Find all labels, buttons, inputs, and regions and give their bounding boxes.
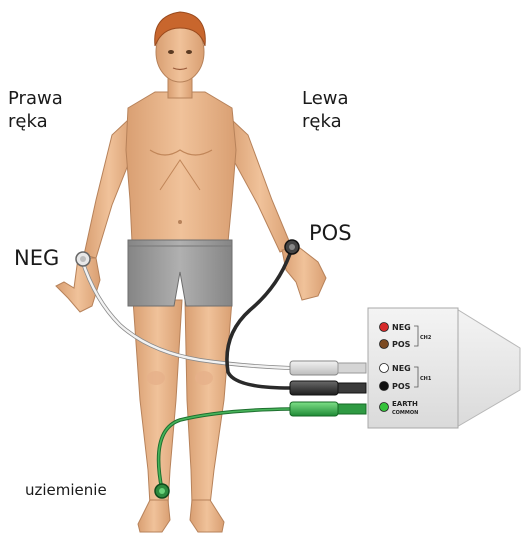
electrode-neg — [76, 252, 90, 266]
torso — [126, 92, 236, 242]
row-label-0: NEG — [392, 323, 411, 332]
row-label-3: POS — [392, 382, 411, 391]
row-dot-0 — [380, 323, 389, 332]
row-label-1: POS — [392, 340, 411, 349]
shorts — [128, 240, 232, 306]
legs — [133, 300, 232, 532]
row-dot-4 — [380, 403, 389, 412]
row-label-2: NEG — [392, 364, 411, 373]
ch2-label: CH2 — [420, 335, 432, 341]
ch1-label: CH1 — [420, 376, 432, 382]
row-dot-2 — [380, 364, 389, 373]
electrode-ground — [155, 484, 169, 498]
right-hand-label: Prawa ręka — [8, 88, 98, 133]
row-dot-3 — [380, 382, 389, 391]
pos-label: POS — [309, 220, 352, 246]
row-label-4: EARTH — [392, 400, 418, 408]
electrode-pos — [285, 240, 299, 254]
common-label: COMMON — [392, 410, 418, 416]
row-dot-1 — [380, 340, 389, 349]
lead-plugs — [290, 361, 366, 416]
head — [155, 12, 206, 82]
ground-label: uziemienie — [25, 481, 107, 500]
lead-connector-box: NEG POS NEG POS EARTH COMMON CH2 CH1 — [368, 308, 520, 428]
left-hand-label: Lewa ręka — [302, 88, 392, 133]
navel — [178, 220, 182, 224]
neg-label: NEG — [14, 245, 59, 271]
